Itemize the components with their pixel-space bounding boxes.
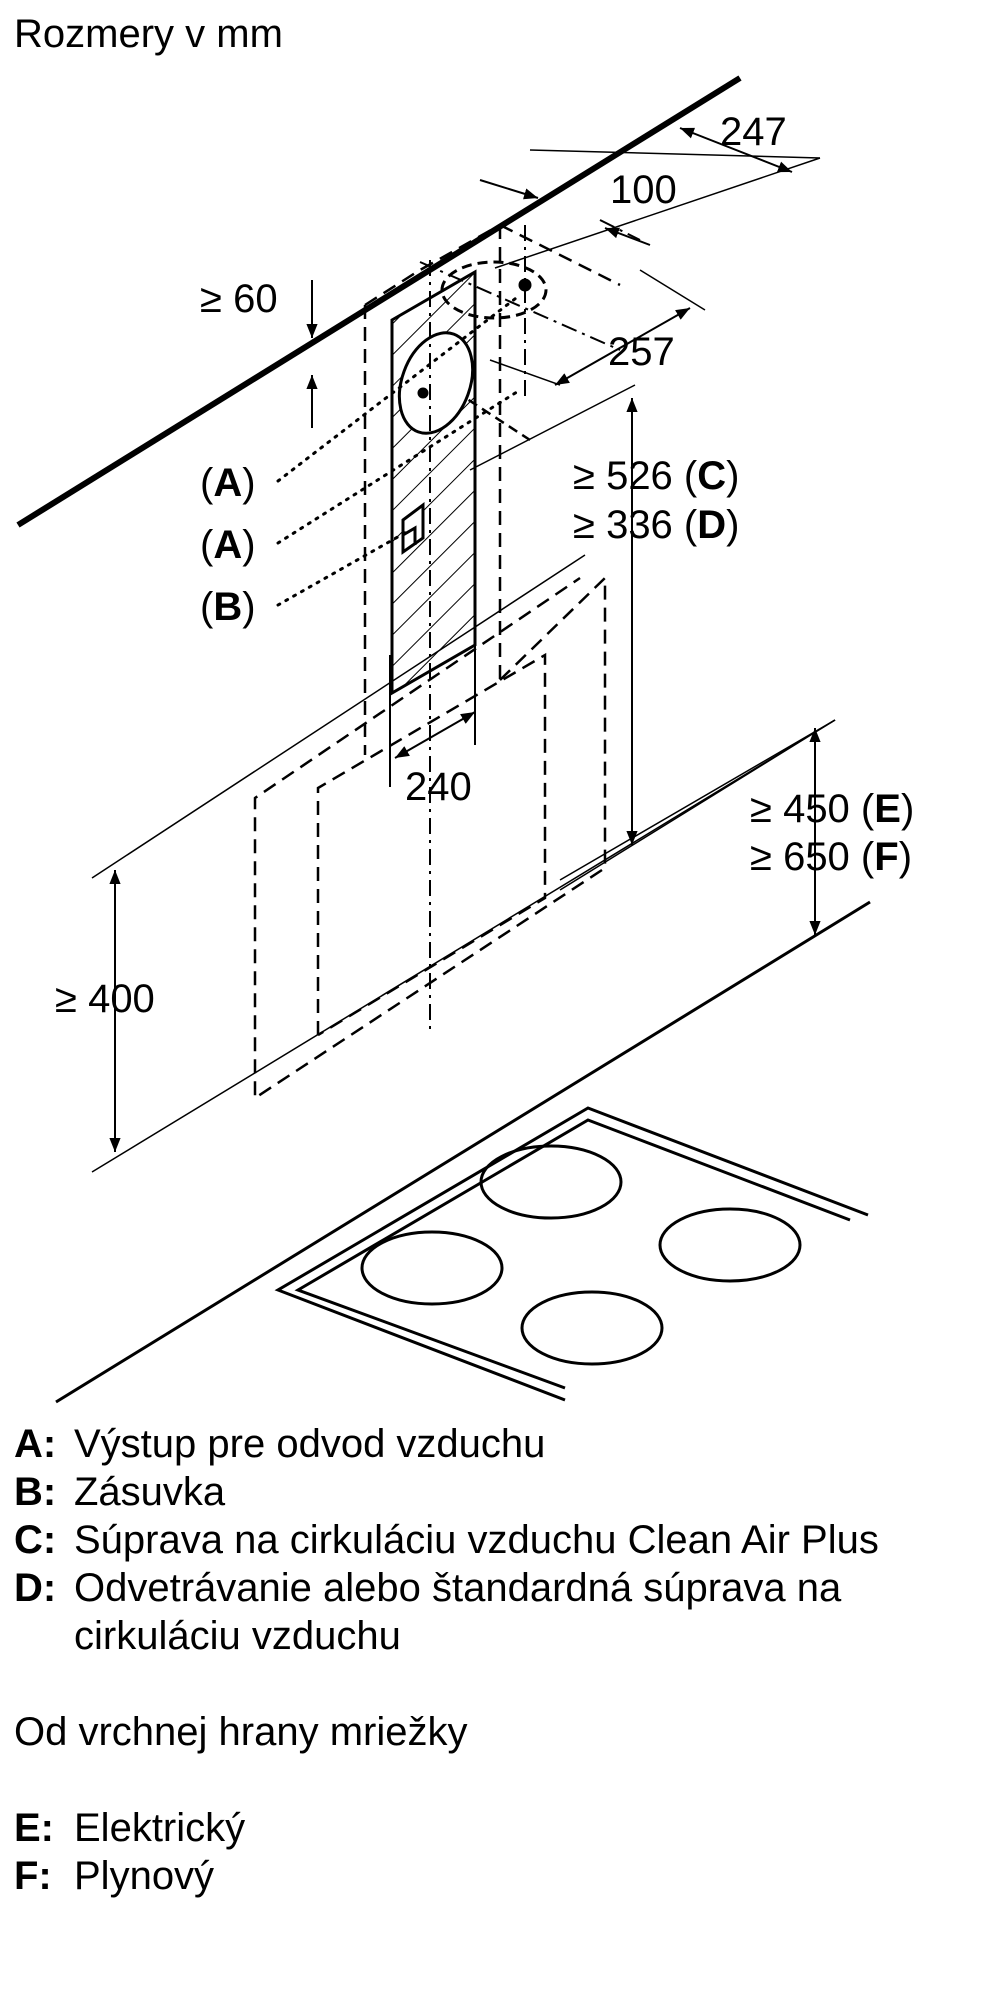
dim-450-value: ≥ 450 [750,787,850,831]
legend-key-d: D: [14,1566,57,1610]
legend-key-e: E: [14,1806,54,1850]
dim-336-label: ≥ 336 (D) [573,503,739,547]
callout-a-1: (A) [200,461,256,505]
callout-a-2: (A) [200,523,256,567]
legend-note: Od vrchnej hrany mriežky [14,1710,468,1754]
legend-item-f: F: Plynový [14,1852,984,1900]
legend-key-a: A: [14,1422,57,1466]
legend-key-c: C: [14,1518,57,1562]
dim-650-label: ≥ 650 (F) [750,835,912,879]
legend-text-a: Výstup pre odvod vzduchu [74,1422,546,1466]
dim-336-value: ≥ 336 [573,503,673,547]
diagram-title: Rozmery v mm [14,12,283,56]
dim-247: 247 [720,110,787,154]
legend-text-c: Súprava na cirkuláciu vzduchu Clean Air … [74,1518,879,1562]
marker-f: F [874,835,898,879]
dimension-arrows [109,127,821,1152]
dim-257: 257 [608,330,675,374]
dim-100: 100 [610,168,677,212]
dim-60: ≥ 60 [200,277,278,321]
dim-240: 240 [405,765,472,809]
marker-e: E [874,787,901,831]
legend-text-f: Plynový [74,1854,215,1898]
legend-item-a: A: Výstup pre odvod vzduchu [14,1420,984,1468]
legend-item-b: B: Zásuvka [14,1468,984,1516]
marker-c: C [697,454,726,498]
dim-450-label: ≥ 450 (E) [750,787,914,831]
dim-526-value: ≥ 526 [573,454,673,498]
legend-key-b: B: [14,1470,57,1514]
legend-text-e: Elektrický [74,1806,246,1850]
legend-key-f: F: [14,1854,52,1898]
legend-item-e: E: Elektrický [14,1804,984,1852]
leader-lines [276,293,522,607]
air-outlet-symbols [397,260,548,555]
dim-650-value: ≥ 650 [750,835,850,879]
counter-edge [55,900,871,1404]
dim-400: ≥ 400 [55,977,155,1021]
dim-526-label: ≥ 526 (C) [573,454,739,498]
legend-item-d: D: Odvetrávanie alebo štandardná súprava… [14,1564,984,1660]
legend-text-d: Odvetrávanie alebo štandardná súprava na… [74,1566,842,1658]
cooktop [55,900,871,1404]
arrow-257 [554,307,691,386]
arrow-240 [394,711,476,759]
legend: A: Výstup pre odvod vzduchu B: Zásuvka C… [14,1420,984,1900]
arrow-100 [479,179,539,200]
arrow-100b [604,227,651,246]
marker-d: D [697,503,726,547]
legend-item-c: C: Súprava na cirkuláciu vzduchu Clean A… [14,1516,984,1564]
arrow-247 [679,127,793,173]
legend-text-b: Zásuvka [74,1470,226,1514]
callout-b: (B) [200,585,256,629]
